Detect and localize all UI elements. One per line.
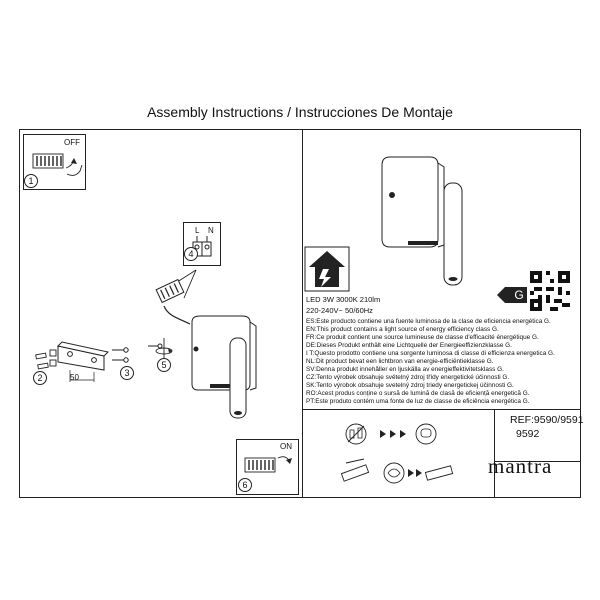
energy-statement-sk: SK:Tento výrobok obsahuje svetelný zdroj… — [306, 382, 514, 390]
breaker-off-icon — [32, 153, 83, 176]
spec-line-2: 220-240V~ 50/60Hz — [306, 306, 373, 315]
energy-statement-cz: CZ:Tento výrobek obsahuje světelný zdroj… — [306, 374, 510, 382]
connector-cable-drawing — [155, 269, 197, 325]
reference-divider-h — [494, 461, 580, 462]
energy-statement-nl: NL:Dit product bevat een lichtbron van e… — [306, 358, 494, 366]
step-4-number: 4 — [184, 247, 198, 261]
led-disposal-row — [340, 458, 454, 484]
step-1-panel — [23, 134, 86, 190]
reference-line-1: REF:9590/9591 — [510, 414, 584, 426]
energy-statement-es: ES:Este producto contiene una fuente lum… — [306, 318, 551, 325]
step-6-number: 6 — [238, 478, 252, 492]
neutral-label: N — [208, 226, 214, 235]
on-label: ON — [280, 442, 292, 451]
step-2-number: 2 — [33, 371, 47, 385]
reference-divider — [494, 409, 495, 497]
energy-statement-it: I T:Questo prodotto contiene una sorgent… — [306, 350, 555, 358]
dimension-label: 50 — [70, 373, 79, 382]
brand-logo: mantra — [488, 454, 553, 478]
wall-lamp-drawing — [191, 315, 257, 419]
vertical-divider — [302, 130, 303, 497]
instruction-sheet — [19, 129, 581, 498]
step-4-panel — [183, 222, 221, 266]
energy-statement-sv: SV:Denna produkt innehåller en ljuskälla… — [306, 366, 504, 374]
step-1-number: 1 — [24, 174, 38, 188]
energy-statements: ES:Este producto contiene una fuente lum… — [306, 318, 576, 407]
step-3-number: 3 — [120, 366, 134, 380]
energy-class-badge — [497, 287, 527, 303]
spec-line-1: LED 3W 3000K 210lm — [306, 295, 381, 304]
qr-code-icon — [530, 271, 570, 311]
off-label: OFF — [64, 138, 80, 147]
reference-line-2: 9592 — [516, 428, 540, 440]
disposal-icons-row — [345, 423, 437, 445]
step-6-panel — [236, 439, 299, 495]
page-title: Assembly Instructions / Instrucciones De… — [147, 104, 453, 120]
energy-class-letter: G — [514, 288, 524, 302]
house-power-icon — [304, 246, 350, 292]
energy-statement-pt: PT:Este produto contém uma fonte de luz … — [306, 398, 530, 406]
product-lamp-drawing — [381, 156, 463, 286]
energy-statement-fr: FR:Ce produit contient une source lumine… — [306, 334, 539, 342]
mounting-bracket-drawing — [35, 341, 163, 382]
energy-statement-ro: RO:Acest produs conține o sursă de lumin… — [306, 390, 530, 398]
step-5-number: 5 — [157, 358, 171, 372]
breaker-on-icon — [244, 456, 292, 473]
live-label: L — [195, 226, 200, 235]
energy-statement-en: EN:This product contains a light source … — [306, 326, 499, 334]
energy-statement-de: DE:Dieses Produkt enthält eine Lichtquel… — [306, 342, 512, 350]
horizontal-divider — [302, 409, 580, 410]
